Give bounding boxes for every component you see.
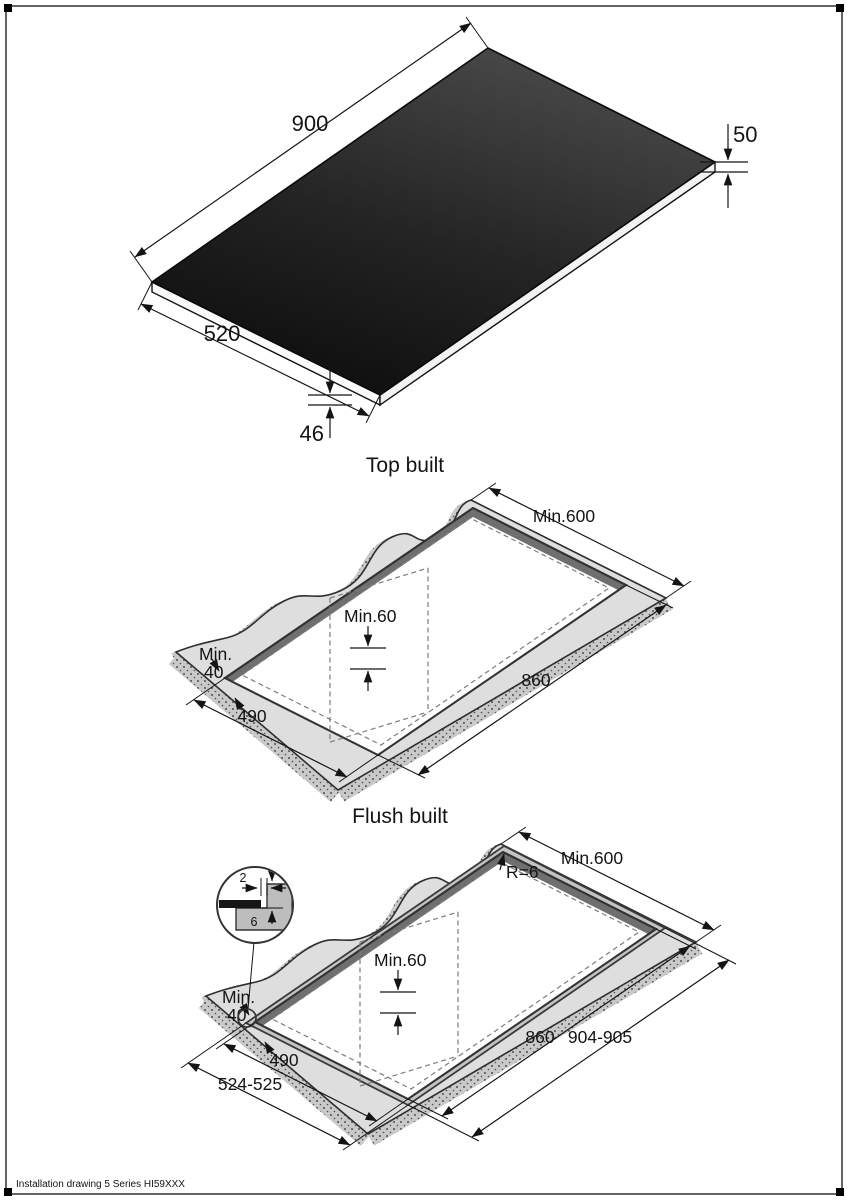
top-built-dim-worktop-depth: Min.600: [470, 482, 692, 599]
page-border: [5, 5, 843, 1195]
flush-detail-gap-label: 2: [240, 871, 247, 885]
corner-mark-bottom-right: [836, 1188, 844, 1196]
flush-corner-radius-label: R=6: [506, 862, 539, 882]
detail-target-circle: [237, 1008, 257, 1028]
footer-note: Installation drawing 5 Series HI59XXX: [16, 1179, 185, 1190]
flush-dim-clearance-below: Min.60: [374, 950, 427, 1035]
flush-front-clearance-label-line2: 40: [227, 1005, 247, 1025]
overview-thickness-dim-label: 50: [733, 122, 757, 147]
top-built-worktop-depth-label: Min.600: [533, 506, 596, 526]
top-built-dim-front-clearance: Min. 40: [199, 644, 245, 711]
top-built-cutout-width-label: 860: [521, 670, 550, 690]
flush-worktop-depth-label: Min.600: [561, 848, 624, 868]
flush-detail-depth-label: 6: [251, 915, 258, 929]
top-built-dim-clearance-below: Min.60: [344, 606, 397, 691]
corner-mark-top-right: [836, 4, 844, 12]
top-built-clearance-below-label: Min.60: [344, 606, 397, 626]
flush-recess-depth-label: 524-525: [218, 1074, 282, 1094]
flush-built-drawing: Flush built: [180, 805, 737, 1151]
top-built-front-clearance-label-line1: Min.: [199, 644, 232, 664]
flush-dim-worktop-depth: Min.600: [500, 826, 722, 943]
cooktop-view: 900 50 520 46: [129, 16, 757, 446]
detail-callout: 2 6: [216, 866, 294, 1028]
flush-cutout-width-label: 860: [525, 1027, 554, 1047]
top-built-drawing: Top built: [168, 454, 692, 802]
top-built-title: Top built: [366, 454, 444, 477]
flush-cutout-depth-label: 490: [269, 1050, 298, 1070]
top-built-dim-cutout-depth: 490: [185, 677, 379, 783]
flush-clearance-below-label: Min.60: [374, 950, 427, 970]
page-frame: [4, 4, 844, 1196]
detail-section: [219, 869, 292, 931]
top-built-cutout-depth-label: 490: [237, 706, 266, 726]
detail-hob-edge: [219, 900, 261, 908]
overview-front-height-dim-label: 46: [300, 421, 324, 446]
flush-dim-recess-depth: 524-525: [180, 1022, 409, 1151]
dim-overview-width: 900: [129, 16, 489, 283]
flush-built-title: Flush built: [352, 805, 448, 828]
dim-overview-front-height: 46: [300, 364, 352, 446]
flush-recess-width-label: 904-905: [568, 1027, 632, 1047]
corner-mark-top-left: [4, 4, 12, 12]
detail-leader-line: [247, 941, 255, 1010]
overview-depth-dim-label: 520: [204, 321, 241, 346]
flush-dim-recess-width: 904-905: [407, 927, 737, 1142]
corner-mark-bottom-left: [4, 1188, 12, 1196]
overview-width-dim-label: 900: [292, 111, 329, 136]
top-built-front-clearance-label-line2: 40: [204, 662, 224, 682]
flush-front-clearance-label-line1: Min.: [222, 987, 255, 1007]
dim-overview-thickness: 50: [700, 122, 757, 208]
dim-overview-depth: 520: [137, 281, 381, 424]
top-built-dim-cutout-width: 860: [377, 584, 674, 779]
